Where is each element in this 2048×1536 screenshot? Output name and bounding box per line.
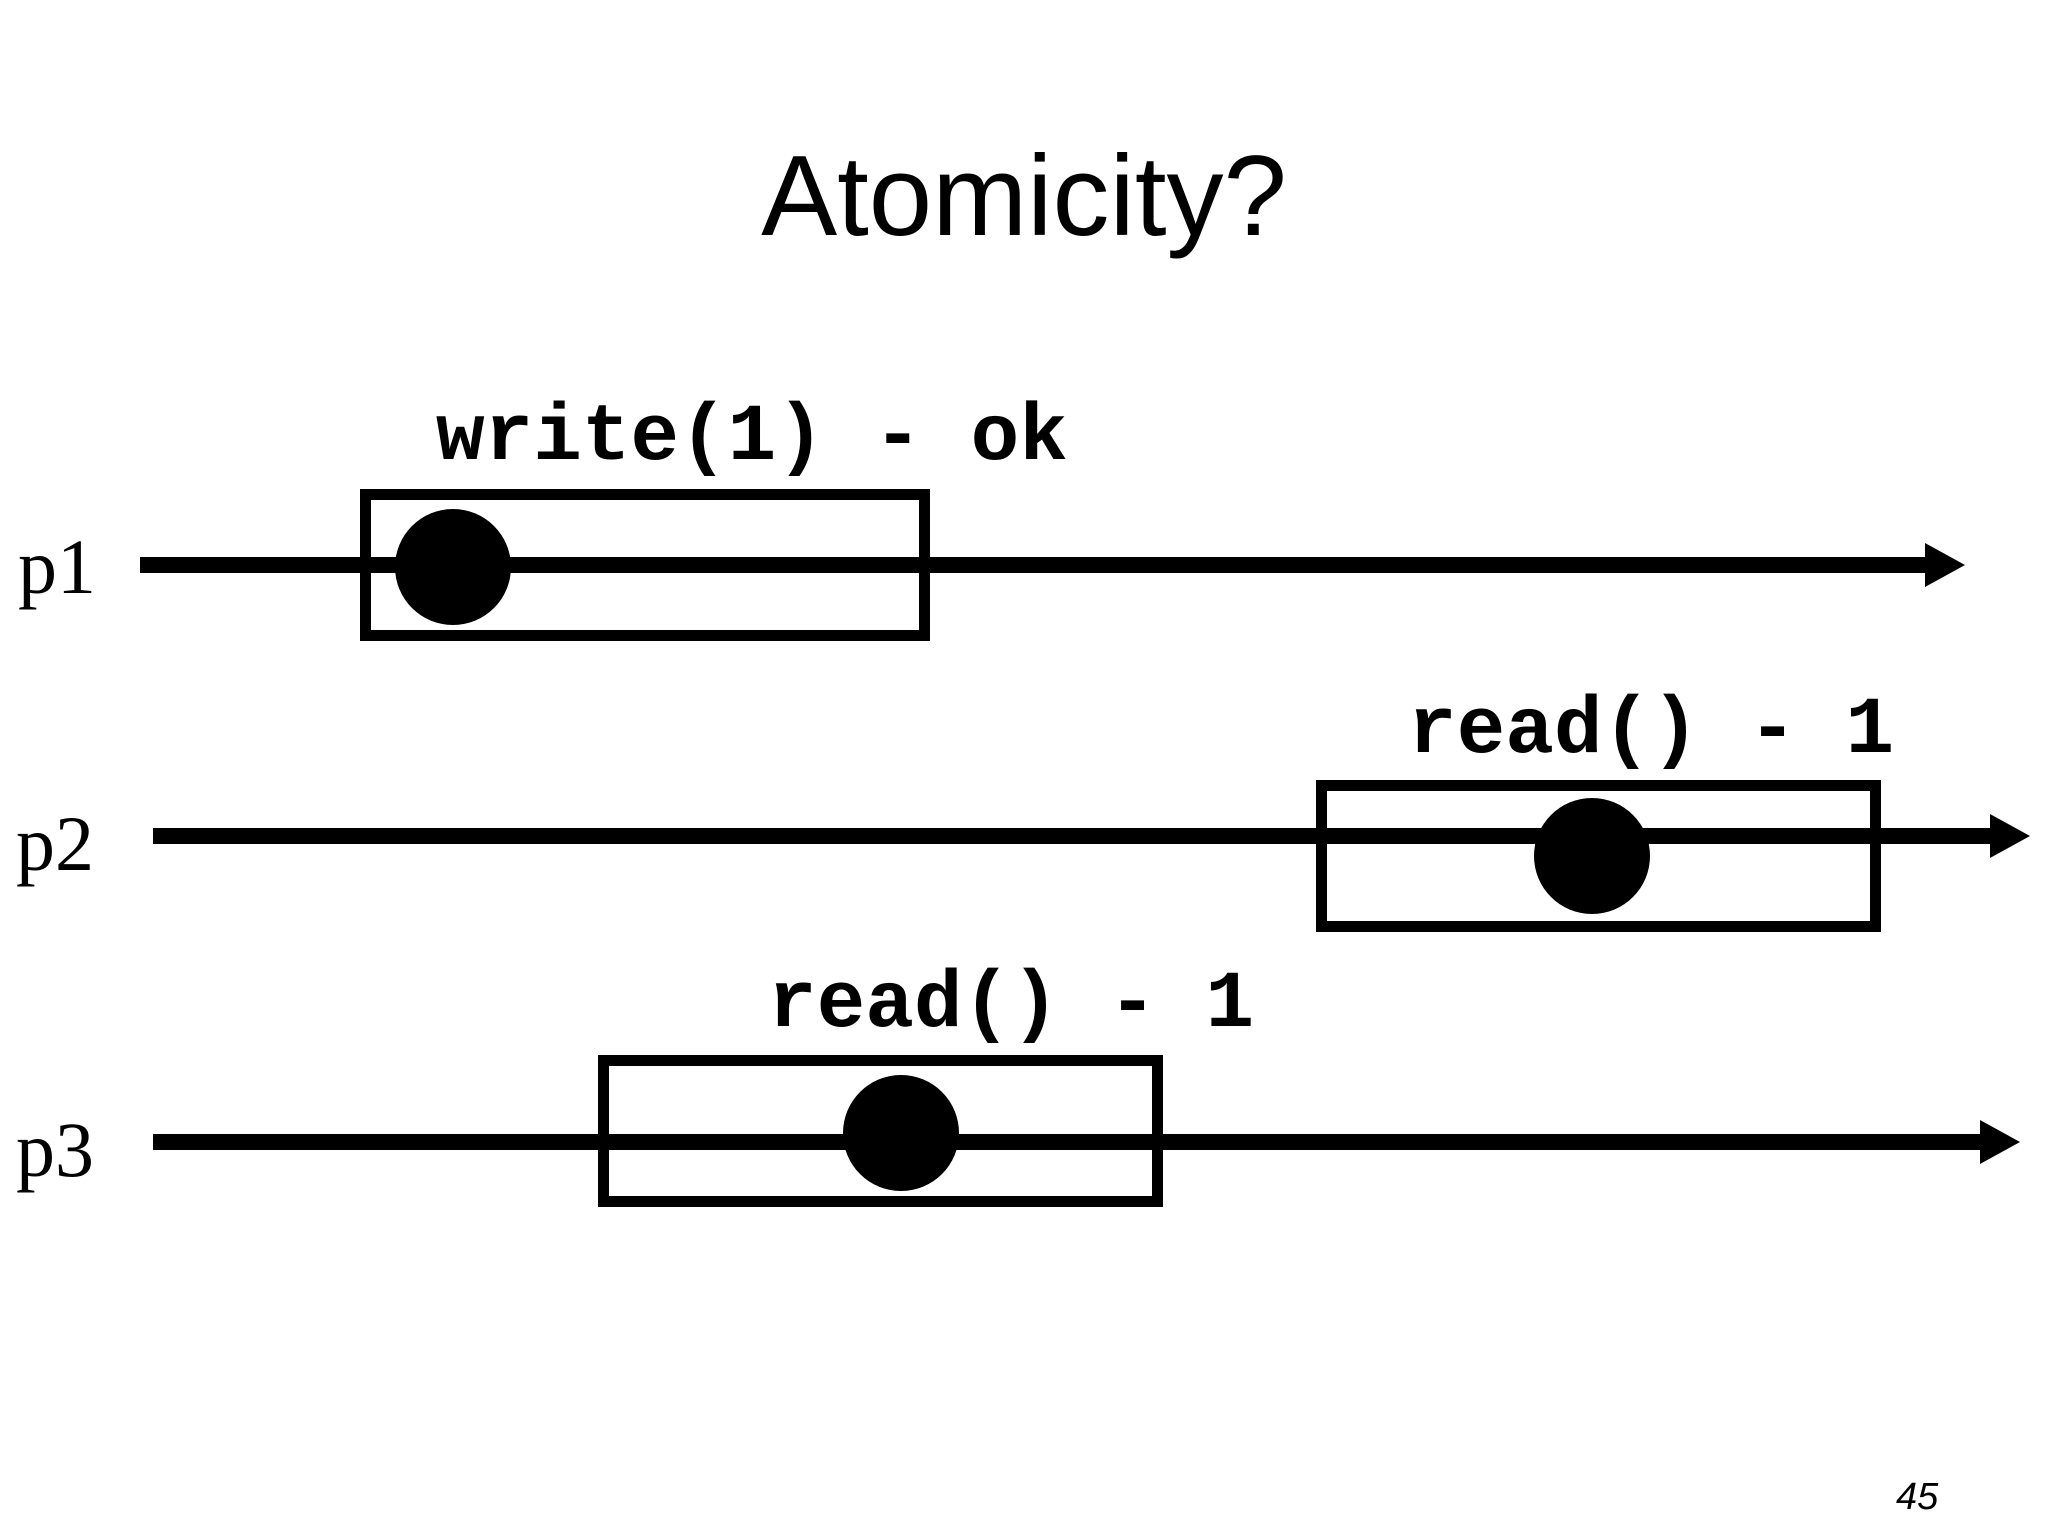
operation-interval-box [360, 489, 930, 641]
operation-label: read() - 1 [768, 960, 1255, 1051]
timeline-line [153, 828, 1990, 844]
process-label: p3 [16, 1106, 94, 1193]
timeline-line [140, 557, 1925, 573]
timeline-arrowhead-icon [1990, 814, 2030, 858]
operation-label: write(1) - ok [436, 393, 1068, 484]
linearization-point-dot [395, 509, 511, 625]
slide-title: Atomicity? [761, 133, 1287, 260]
operation-interval-box [598, 1055, 1163, 1207]
process-label: p2 [16, 800, 94, 887]
linearization-point-dot [1534, 798, 1650, 914]
timeline-line [153, 1134, 1980, 1150]
operation-interval-box [1316, 780, 1881, 932]
timeline-arrowhead-icon [1925, 543, 1965, 587]
process-label: p1 [18, 523, 96, 610]
page-number: 45 [1896, 1476, 1939, 1518]
operation-label: read() - 1 [1408, 686, 1895, 777]
linearization-point-dot [843, 1075, 959, 1191]
timeline-arrowhead-icon [1980, 1120, 2020, 1164]
